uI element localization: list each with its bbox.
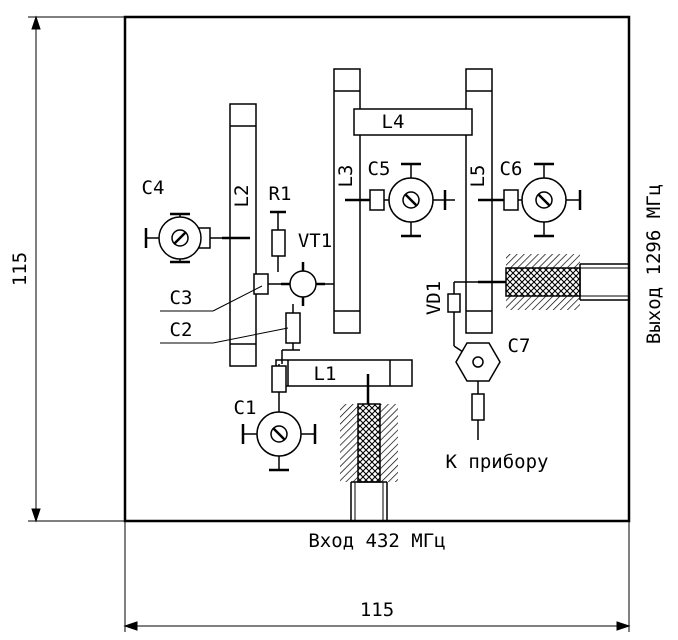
capacitor-c2: C2 xyxy=(160,304,301,364)
r1-label: R1 xyxy=(269,183,292,205)
resistor-r1: R1 xyxy=(269,183,292,272)
l1-label: L1 xyxy=(314,363,337,385)
c6-label: C6 xyxy=(500,158,523,180)
trimmer-capacitor-c6: C6 xyxy=(478,158,582,238)
l4-label: L4 xyxy=(382,111,405,133)
board-outline xyxy=(123,15,631,523)
to-device-label: К прибору xyxy=(446,451,549,473)
c5-label: C5 xyxy=(368,158,391,180)
inductor-l1: L1 xyxy=(275,359,413,387)
input-label: Вход 432 МГц xyxy=(308,530,445,552)
inductor-l2: L2 xyxy=(229,103,257,367)
width-dimension-label: 115 xyxy=(360,599,394,621)
diode-vd1: VD1 xyxy=(423,281,479,363)
output-coax-connector xyxy=(478,254,629,310)
height-dimension: 115 xyxy=(9,15,125,523)
c2-label: C2 xyxy=(170,319,193,341)
transistor-vt1: VT1 xyxy=(256,230,334,306)
capacitor-c3: C3 xyxy=(160,273,269,312)
l3-label: L3 xyxy=(335,165,357,188)
inductor-l4: L4 xyxy=(353,108,473,136)
trimmer-capacitor-c1: C1 xyxy=(234,364,317,472)
width-dimension: 115 xyxy=(123,521,631,632)
output-label: Выход 1296 МГц xyxy=(643,184,665,344)
height-dimension-label: 115 xyxy=(9,252,31,286)
l2-label: L2 xyxy=(231,185,253,208)
capacitor-c7: C7 xyxy=(455,335,531,440)
c1-label: C1 xyxy=(234,397,257,419)
c7-label: C7 xyxy=(508,335,531,357)
trimmer-capacitor-c4: C4 xyxy=(142,177,250,264)
trimmer-capacitor-c5: C5 xyxy=(345,158,455,238)
c3-label: C3 xyxy=(170,287,193,309)
vd1-label: VD1 xyxy=(423,281,445,315)
vt1-label: VT1 xyxy=(298,230,332,252)
l5-label: L5 xyxy=(467,165,489,188)
input-coax-connector xyxy=(340,374,398,521)
c4-label: C4 xyxy=(142,177,165,199)
